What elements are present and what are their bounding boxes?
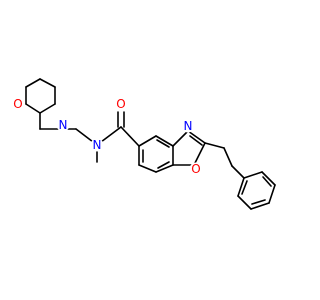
- atom-label-layer: O N N O N O: [11, 97, 203, 176]
- bond: [251, 199, 266, 205]
- bond: [187, 130, 206, 144]
- bond: [237, 195, 252, 210]
- atom-background: [90, 138, 104, 152]
- bond: [120, 126, 140, 147]
- bond: [237, 177, 245, 197]
- bond: [172, 130, 189, 147]
- morpholine-nitrogen-label: N: [59, 118, 68, 132]
- oxazole-nitrogen-label: N: [184, 119, 193, 133]
- bond: [261, 171, 276, 186]
- bond: [155, 135, 174, 147]
- morpholine-oxygen-label: O: [13, 97, 22, 111]
- bond: [39, 78, 56, 88]
- atom-background: [189, 162, 203, 176]
- bond-layer: [25, 78, 276, 210]
- bond: [156, 139, 170, 148]
- bond: [223, 147, 233, 167]
- carbonyl-oxygen-label: O: [116, 97, 125, 111]
- bond: [25, 103, 41, 114]
- bond: [155, 164, 174, 173]
- bond: [268, 184, 276, 204]
- bond: [262, 176, 272, 187]
- oxazole-oxygen-label: O: [191, 162, 200, 176]
- bond: [138, 135, 157, 147]
- bond: [189, 135, 203, 146]
- molecule-structure: O N N O N O: [11, 78, 276, 210]
- atom-background: [11, 97, 25, 111]
- bond: [250, 202, 270, 210]
- atom-background: [56, 118, 70, 132]
- bond: [243, 171, 263, 179]
- bond: [241, 180, 248, 195]
- bond: [193, 142, 206, 166]
- atom-background: [114, 97, 128, 111]
- bond: [138, 164, 157, 173]
- bond: [157, 161, 170, 169]
- bond: [204, 142, 225, 149]
- amide-nitrogen-label: N: [93, 138, 102, 152]
- atom-background: [181, 119, 195, 133]
- bond: [39, 103, 56, 114]
- bond: [25, 78, 41, 88]
- bond: [231, 165, 245, 179]
